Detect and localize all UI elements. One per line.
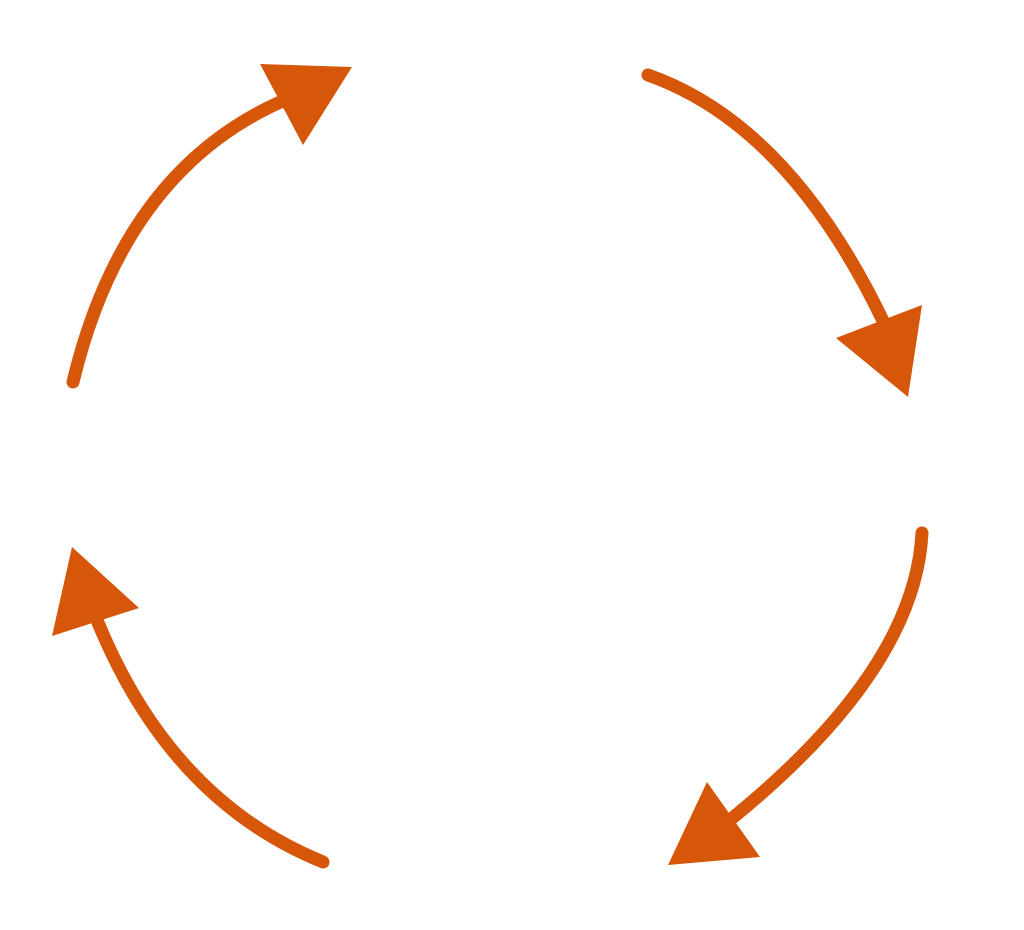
- arrowhead-icon: [668, 782, 760, 865]
- arrow-shaft: [641, 68, 892, 332]
- arrow-shaft: [723, 526, 929, 827]
- arrowhead-icon: [260, 64, 352, 145]
- arrow-top-left: [66, 64, 352, 389]
- arrow-top-right: [641, 68, 922, 397]
- arrow-bottom-right: [668, 526, 929, 865]
- arrowhead-icon: [836, 305, 922, 397]
- arrow-bottom-left: [52, 547, 330, 869]
- arrow-shaft: [90, 613, 330, 869]
- arrowhead-icon: [52, 547, 139, 636]
- arrow-shaft: [66, 90, 299, 389]
